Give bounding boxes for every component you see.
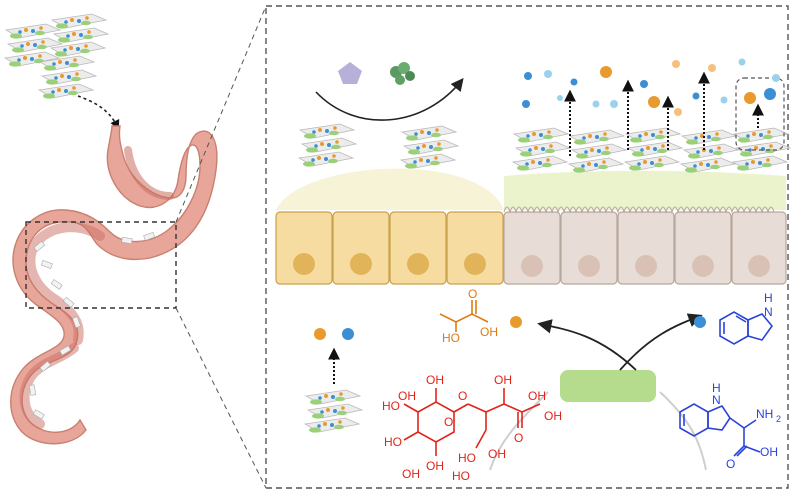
lactose-oh-4: OH	[528, 389, 546, 403]
lactic-ho-label: HO	[442, 331, 460, 345]
indole-n-label: N	[764, 305, 773, 319]
capsule-group-top-left	[5, 14, 108, 99]
indole-structure	[719, 311, 774, 345]
trp-o-label: O	[726, 457, 735, 471]
lactose-structure	[403, 388, 541, 456]
highlight-box	[735, 77, 785, 151]
zoom-connector-bottom	[175, 307, 267, 489]
lactic-acid-structure	[439, 300, 489, 332]
lactose-o-3: O	[514, 431, 523, 445]
orange-dot-lactic	[510, 316, 522, 328]
input-line-lactose	[489, 391, 549, 471]
mucus-layer-left	[276, 168, 504, 210]
zoom-region-box	[25, 221, 177, 309]
release-arrows	[564, 71, 764, 156]
zoom-connector-top	[175, 5, 267, 223]
tryptophan-labels: H N NH 2 O OH	[712, 381, 781, 471]
curved-arrow-top	[315, 77, 464, 121]
trp-n-label: N	[712, 393, 721, 407]
lactose-oh-3: OH	[494, 373, 512, 387]
epithelial-cells	[503, 206, 787, 285]
lactose-ho-2: HO	[384, 435, 402, 449]
dashed-arrow-to-stomach	[77, 95, 120, 130]
lactic-acid-labels: O HO OH	[442, 287, 498, 345]
trp-2-label: 2	[776, 414, 781, 424]
lactose-oh-5: OH	[426, 459, 444, 473]
lactose-ho-4: HO	[452, 469, 470, 483]
lactose-oh-2: OH	[398, 389, 416, 403]
lactose-o-2: O	[444, 415, 453, 429]
orange-dot-bottom	[314, 328, 326, 340]
lactose-oh-7: OH	[488, 447, 506, 461]
goblet-cells	[275, 211, 504, 285]
lactose-oh-1: OH	[426, 373, 444, 387]
arrow-to-lactic-acid	[537, 319, 637, 371]
tryptophan-structure	[679, 403, 761, 457]
indole-labels: H N	[764, 291, 773, 319]
lactose-ho-3: HO	[458, 451, 476, 465]
lactose-o-1: O	[458, 389, 467, 403]
indole-h-label: H	[764, 291, 773, 305]
green-box	[560, 370, 656, 402]
arrow-to-indole	[619, 313, 703, 371]
input-line-tryptophan	[659, 391, 707, 471]
lactose-oh-6: OH	[544, 409, 562, 423]
lactic-oh-label: OH	[480, 325, 498, 339]
pentagon-icon	[338, 62, 362, 84]
trp-oh-label: OH	[760, 445, 778, 459]
stomach-icon	[10, 125, 218, 445]
blue-dot-indole	[694, 316, 706, 328]
capsule-stack-bottom	[305, 390, 362, 433]
lactose-ho-1: HO	[382, 399, 400, 413]
lactose-labels: OH OH OH OH HO HO OH O O O OH OH HO HO O…	[382, 373, 562, 483]
detail-panel-border	[265, 5, 789, 489]
lactic-o-label: O	[468, 287, 477, 301]
green-blob-icon	[390, 62, 415, 85]
trp-h-label: H	[712, 381, 721, 395]
metabolite-dots	[522, 58, 780, 116]
lactose-oh-8: OH	[402, 467, 420, 481]
capsule-stacks-left	[299, 124, 458, 169]
blue-dot-bottom	[342, 328, 354, 340]
trp-nh-label: NH	[756, 407, 773, 421]
mucus-layer-right	[504, 170, 786, 210]
